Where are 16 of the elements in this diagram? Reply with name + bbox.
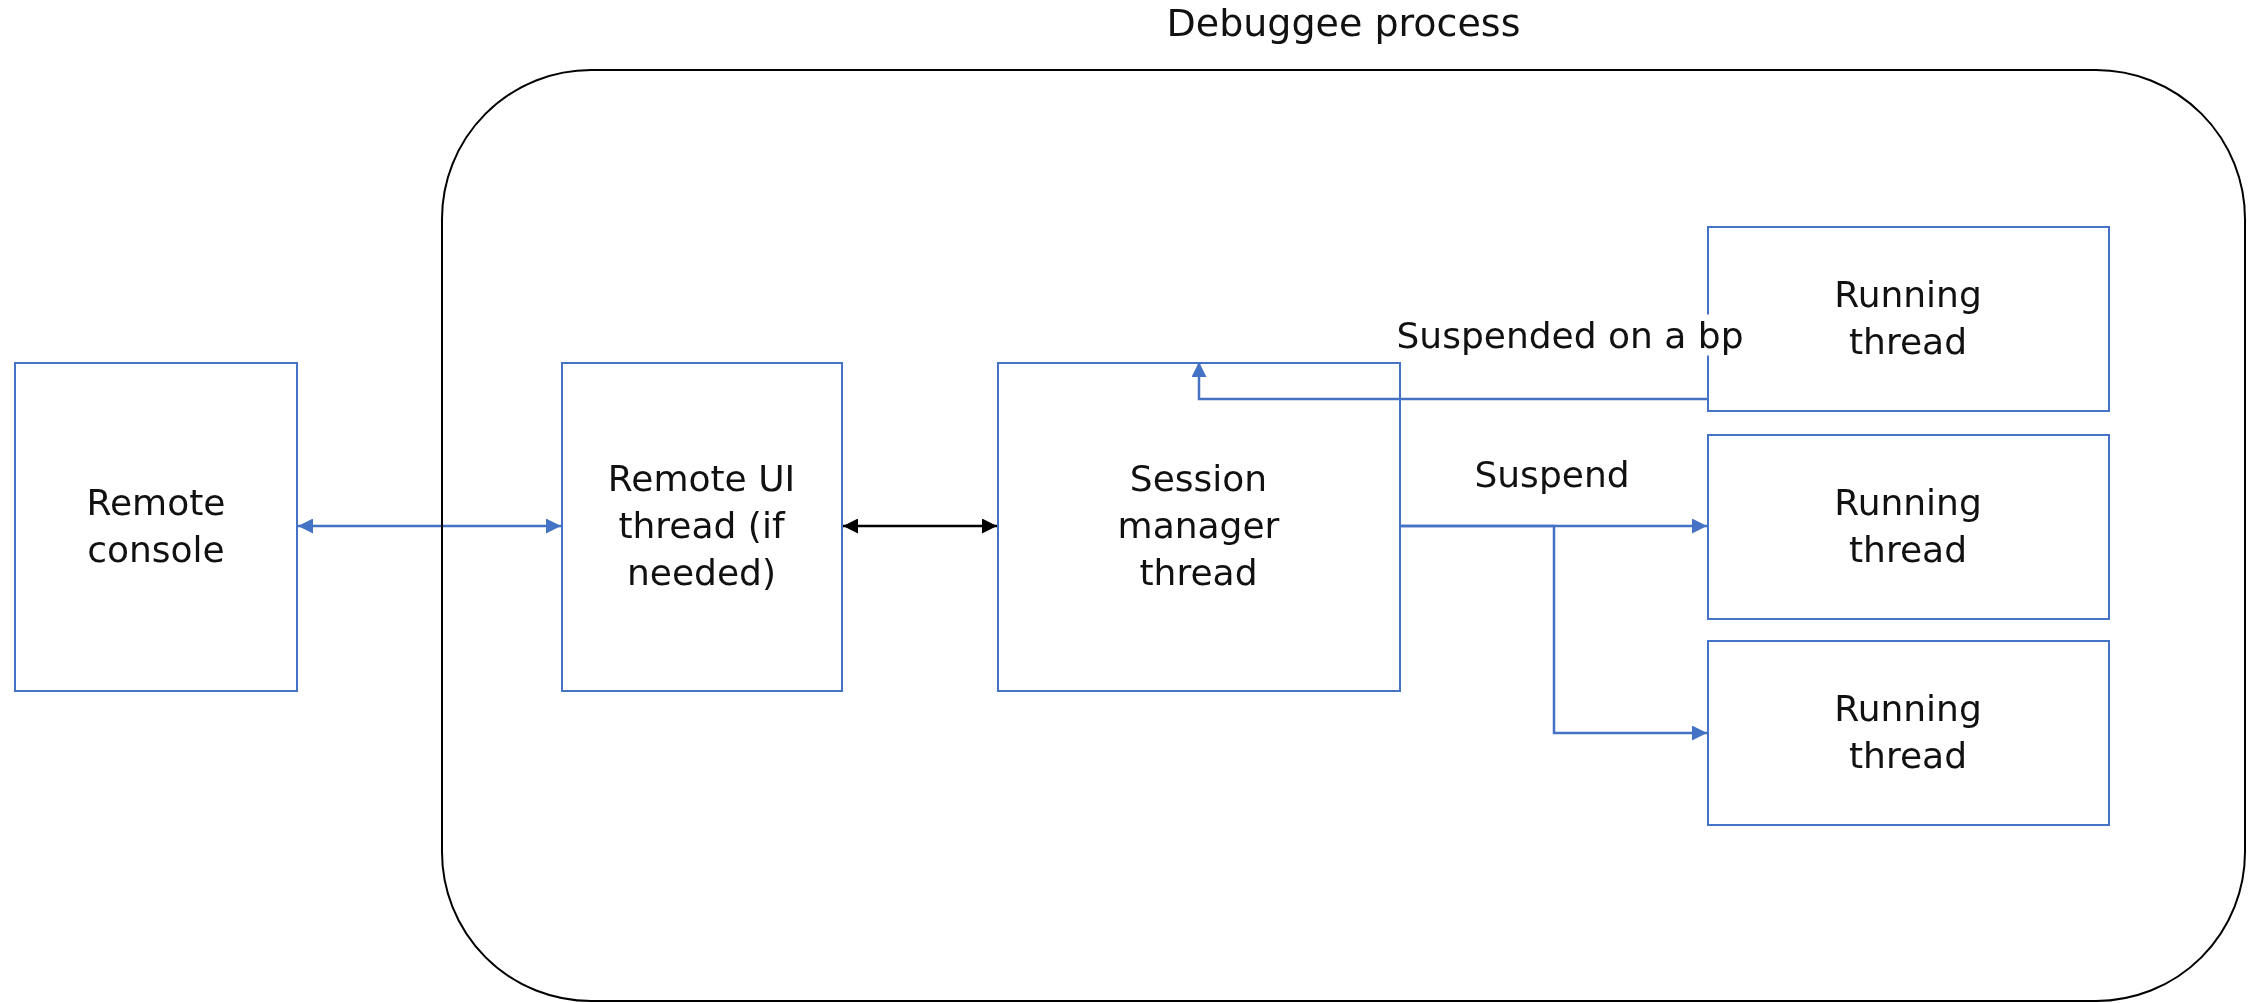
box-label: Running thread (1833, 272, 1983, 364)
box-label: Running thread (1833, 686, 1983, 778)
process-box (996, 361, 1401, 692)
box-label: Remote UI thread (if needed) (606, 457, 797, 595)
process-box (560, 361, 843, 692)
box-label: Session manager thread (1116, 457, 1281, 595)
arrow (1191, 362, 1707, 401)
arrow (1401, 524, 1707, 741)
process-box (1706, 639, 2110, 826)
box-label: Remote console (85, 481, 227, 572)
box-label: Running thread (1833, 480, 1983, 572)
arrow (298, 518, 561, 534)
container-title: Debuggee process (1165, 1, 1522, 45)
process-box (14, 362, 298, 692)
process-box (1706, 433, 2110, 620)
arrow (843, 518, 997, 534)
